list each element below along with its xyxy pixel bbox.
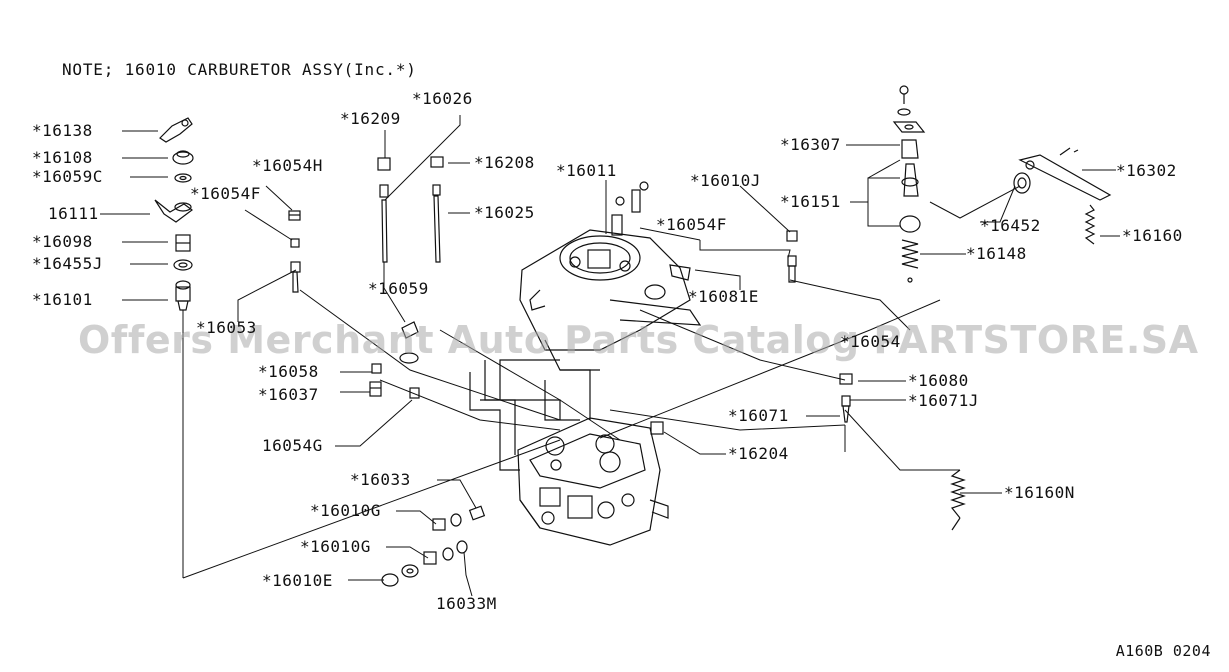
part-16059-plug <box>399 321 419 364</box>
part-16010g-upper <box>432 518 446 531</box>
label-16101[interactable]: *16101 <box>32 290 93 309</box>
part-16452-spring <box>1013 172 1031 194</box>
label-16010g-top[interactable]: *16010G <box>310 501 381 520</box>
label-16033[interactable]: *16033 <box>350 470 411 489</box>
label-16098[interactable]: *16098 <box>32 232 93 251</box>
part-16160n-spring <box>950 469 966 531</box>
part-16058-16037-jets <box>369 363 382 397</box>
part-16080-16071-screw <box>839 373 853 423</box>
carburetor-body-upper <box>519 181 702 371</box>
label-16054f-left[interactable]: *16054F <box>190 184 261 203</box>
diagram-note: NOTE; 16010 CARBURETOR ASSY(Inc.*) <box>62 60 417 79</box>
label-16455j[interactable]: *16455J <box>32 254 103 273</box>
label-16071j[interactable]: *16071J <box>908 391 979 410</box>
part-16307-diaphragm-top <box>892 85 926 159</box>
part-16098-nut <box>175 234 191 252</box>
label-16059c[interactable]: *16059C <box>32 167 103 186</box>
label-16059[interactable]: *16059 <box>368 279 429 298</box>
part-16209-screw <box>377 157 391 198</box>
part-16302-lever <box>1018 147 1112 201</box>
label-16071[interactable]: *16071 <box>728 406 789 425</box>
part-16010j-screw <box>786 230 798 283</box>
part-16101-valve <box>175 280 191 311</box>
label-16209[interactable]: *16209 <box>340 109 401 128</box>
label-16108[interactable]: *16108 <box>32 148 93 167</box>
label-16053[interactable]: *16053 <box>196 318 257 337</box>
part-16151-piston <box>899 163 921 233</box>
watermark: Offers Merchant Auto Parts Catalog PARTS… <box>78 318 1199 362</box>
label-16033m[interactable]: 16033M <box>436 594 497 613</box>
label-16080[interactable]: *16080 <box>908 371 969 390</box>
label-16054h[interactable]: *16054H <box>252 156 323 175</box>
label-16054[interactable]: *16054 <box>840 332 901 351</box>
label-16011[interactable]: *16011 <box>556 161 617 180</box>
carburetor-body-lower <box>469 359 669 546</box>
label-16151[interactable]: *16151 <box>780 192 841 211</box>
part-16111-fitting <box>154 199 193 223</box>
label-16081e[interactable]: *16081E <box>688 287 759 306</box>
part-16059c-washer <box>174 173 192 183</box>
part-16204-screw <box>650 421 664 435</box>
label-16452[interactable]: *16452 <box>980 216 1041 235</box>
part-16148-spring <box>901 239 919 283</box>
part-16053-tube <box>290 261 301 293</box>
label-16204[interactable]: *16204 <box>728 444 789 463</box>
label-16054g[interactable]: 16054G <box>262 436 323 455</box>
label-16307[interactable]: *16307 <box>780 135 841 154</box>
label-16138[interactable]: *16138 <box>32 121 93 140</box>
label-16010e[interactable]: *16010E <box>262 571 333 590</box>
part-16138-bracket <box>159 117 193 143</box>
label-16054f-right[interactable]: *16054F <box>656 215 727 234</box>
part-16054f-jet <box>290 238 300 248</box>
label-16037[interactable]: *16037 <box>258 385 319 404</box>
diagram-code: A160B 0204 <box>1115 642 1211 660</box>
part-16026-tube <box>381 199 388 263</box>
part-16033-plug <box>450 505 486 527</box>
label-16025[interactable]: *16025 <box>474 203 535 222</box>
label-16026[interactable]: *16026 <box>412 89 473 108</box>
part-16054h-jet <box>288 210 301 221</box>
part-16160-spring <box>1084 204 1096 245</box>
part-16108-cap <box>172 150 194 165</box>
label-16160[interactable]: *16160 <box>1122 226 1183 245</box>
part-16010e-plug <box>381 564 419 587</box>
leader-lines <box>100 115 1120 597</box>
part-16455j-ring <box>173 259 193 271</box>
label-16010g-bottom[interactable]: *16010G <box>300 537 371 556</box>
part-16208-screw <box>430 156 444 263</box>
label-16148[interactable]: *16148 <box>966 244 1027 263</box>
part-16010g-lower <box>423 540 468 565</box>
label-16160n[interactable]: *16160N <box>1004 483 1075 502</box>
label-16208[interactable]: *16208 <box>474 153 535 172</box>
label-16302[interactable]: *16302 <box>1116 161 1177 180</box>
part-16054g-jet <box>409 387 420 399</box>
label-16058[interactable]: *16058 <box>258 362 319 381</box>
label-16111[interactable]: 16111 <box>48 204 99 223</box>
label-16010j[interactable]: *16010J <box>690 171 761 190</box>
